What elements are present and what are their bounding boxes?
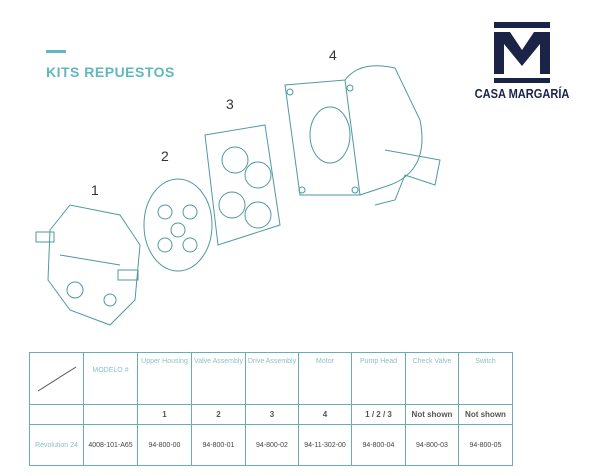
part-label-2: 2 — [161, 148, 169, 164]
diagonal-line — [37, 366, 77, 392]
number-cell: 2 — [191, 404, 246, 425]
motor-part — [284, 65, 441, 206]
table-row: Revolution 24 4008-101-A65 94-800-00 94-… — [29, 424, 513, 466]
table-cell: 94-11-302-00 — [298, 424, 352, 466]
table-cell: 94-800-04 — [351, 424, 406, 466]
number-cell: Not shown — [405, 404, 459, 425]
number-cell — [83, 404, 138, 425]
table-header-row: MODELO # Upper Housing Valve Assembly Dr… — [29, 352, 513, 405]
header-cell: Pump Head — [351, 352, 406, 405]
number-cell: Not shown — [458, 404, 513, 425]
number-cell: 1 — [137, 404, 192, 425]
table-cell: 94-800-05 — [458, 424, 513, 466]
table-cell: 94-800-02 — [245, 424, 299, 466]
part-label-4: 4 — [329, 47, 337, 63]
row-name-cell: Revolution 24 — [29, 424, 84, 466]
logo-text: CASA MARGARÍA — [474, 86, 570, 101]
table-cell: 94-800-01 — [191, 424, 246, 466]
upper-housing-part — [35, 204, 141, 326]
valve-assembly-part — [143, 178, 213, 272]
title-accent-bar — [46, 50, 66, 53]
table-cell: 4008-101-A65 — [83, 424, 138, 466]
header-cell: Switch — [458, 352, 513, 405]
header-cell: Check Valve — [405, 352, 459, 405]
number-cell: 3 — [245, 404, 299, 425]
header-cell: MODELO # — [83, 352, 138, 405]
drive-assembly-part — [204, 124, 281, 246]
part-label-3: 3 — [226, 96, 234, 112]
header-cell: Upper Housing — [137, 352, 192, 405]
empty-cell — [29, 404, 84, 425]
part-label-1: 1 — [91, 182, 99, 198]
table-number-row: 1 2 3 4 1 / 2 / 3 Not shown Not shown — [29, 404, 513, 425]
table-cell: 94-800-03 — [405, 424, 459, 466]
table-cell: 94-800-00 — [137, 424, 192, 466]
parts-table: MODELO # Upper Housing Valve Assembly Dr… — [29, 352, 513, 466]
header-cell: Motor — [298, 352, 352, 405]
diagonal-cell — [29, 352, 84, 405]
casa-margaria-logo — [494, 22, 550, 83]
header-cell: Drive Assembly — [245, 352, 299, 405]
number-cell: 4 — [298, 404, 352, 425]
exploded-pump-diagram — [35, 65, 441, 326]
number-cell: 1 / 2 / 3 — [351, 404, 406, 425]
page-title: KITS REPUESTOS — [46, 64, 175, 80]
header-cell: Valve Assembly — [191, 352, 246, 405]
